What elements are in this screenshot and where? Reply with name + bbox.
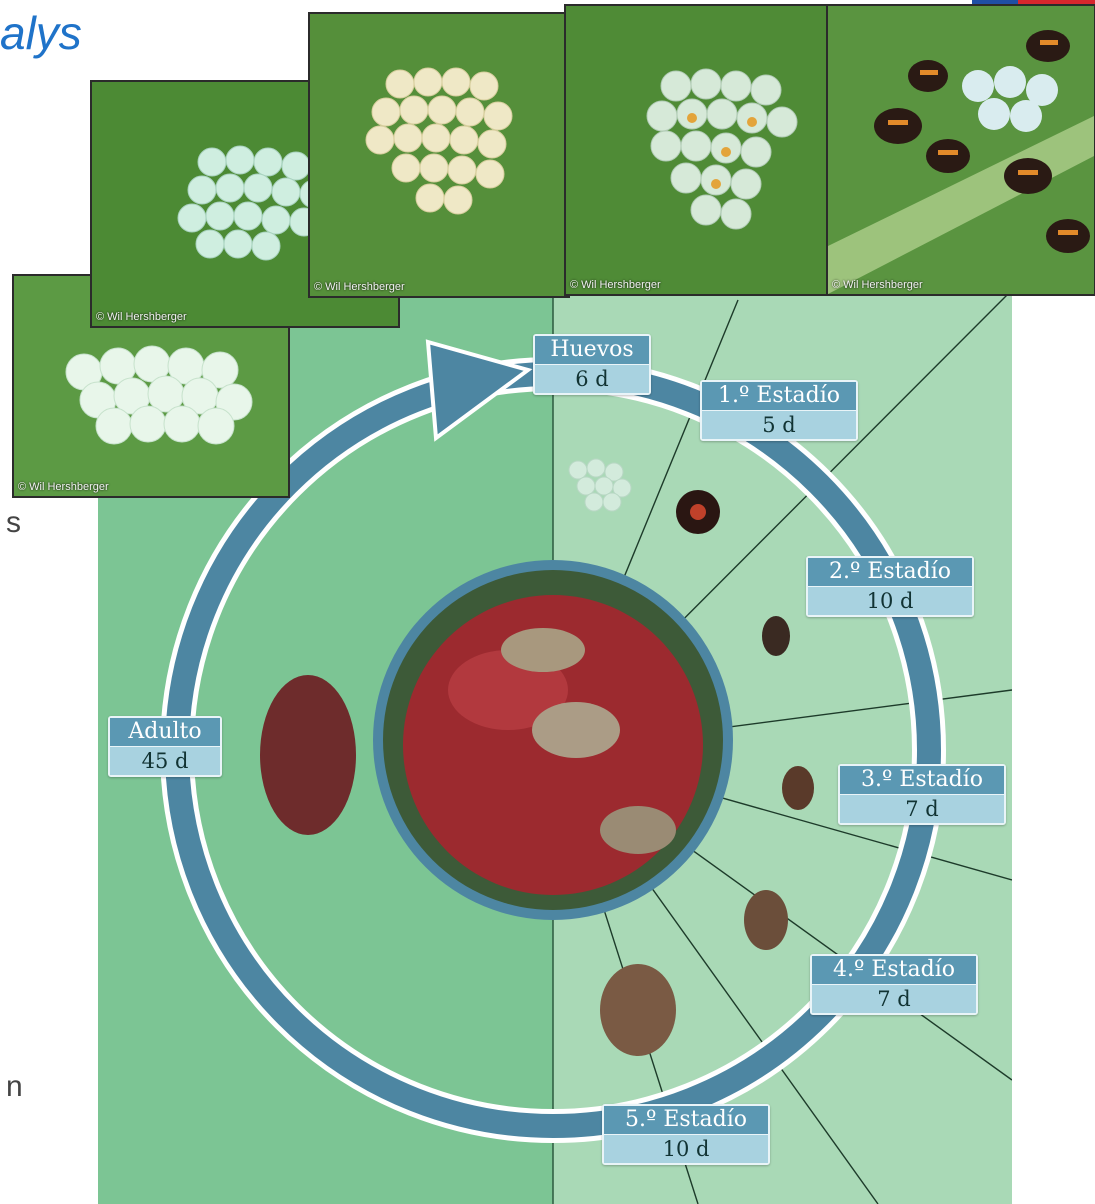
side-text-fragment-2: n [6, 1070, 23, 1104]
stage-box-instar-1: 1.º Estadío 5 d [700, 380, 858, 441]
stage-box-instar-2: 2.º Estadío 10 d [806, 556, 974, 617]
stage-name: 1.º Estadío [702, 382, 856, 411]
slide-title: alys [0, 6, 82, 60]
photo-credit: © Wil Hershberger [314, 281, 405, 293]
stage-name: 5.º Estadío [604, 1106, 768, 1135]
stage-duration: 45 d [110, 747, 220, 775]
second-instar-drawing [762, 616, 790, 656]
nymph-cluster-icon [828, 6, 1094, 294]
stage-name: 4.º Estadío [812, 956, 976, 985]
stage-name: Adulto [110, 718, 220, 747]
fifth-instar-drawing [600, 964, 676, 1056]
stage-box-huevos: Huevos 6 d [533, 334, 651, 395]
bug-on-apple-2 [532, 702, 620, 758]
egg-cluster-icon [310, 14, 568, 296]
photo-credit: © Wil Hershberger [832, 279, 923, 291]
stage-name: Huevos [535, 336, 649, 365]
bug-on-apple-1 [501, 628, 585, 672]
stage-box-instar-3: 3.º Estadío 7 d [838, 764, 1006, 825]
egg-cluster-icon [566, 6, 830, 294]
stage-duration: 7 d [812, 985, 976, 1013]
adult-bug-drawing [260, 675, 356, 835]
stage-name: 3.º Estadío [840, 766, 1004, 795]
photo-credit: © Wil Hershberger [96, 311, 187, 323]
bug-on-apple-3 [600, 806, 676, 854]
photo-eggs-hatching: © Wil Hershberger [564, 4, 832, 296]
stage-duration: 6 d [535, 365, 649, 393]
stage-name: 2.º Estadío [808, 558, 972, 587]
stage-box-adulto: Adulto 45 d [108, 716, 222, 777]
stage-box-instar-4: 4.º Estadío 7 d [810, 954, 978, 1015]
stage-duration: 5 d [702, 411, 856, 439]
photo-credit: © Wil Hershberger [570, 279, 661, 291]
fourth-instar-drawing [744, 890, 788, 950]
stage-duration: 10 d [808, 587, 972, 615]
photo-first-instar-nymphs: © Wil Hershberger [826, 4, 1095, 296]
stage-duration: 10 d [604, 1135, 768, 1163]
stage-box-instar-5: 5.º Estadío 10 d [602, 1104, 770, 1165]
side-text-fragment-1: s [6, 506, 21, 540]
photo-credit: © Wil Hershberger [18, 481, 109, 493]
photo-eggs-eyespots: © Wil Hershberger [308, 12, 570, 298]
third-instar-drawing [782, 766, 814, 810]
stage-duration: 7 d [840, 795, 1004, 823]
